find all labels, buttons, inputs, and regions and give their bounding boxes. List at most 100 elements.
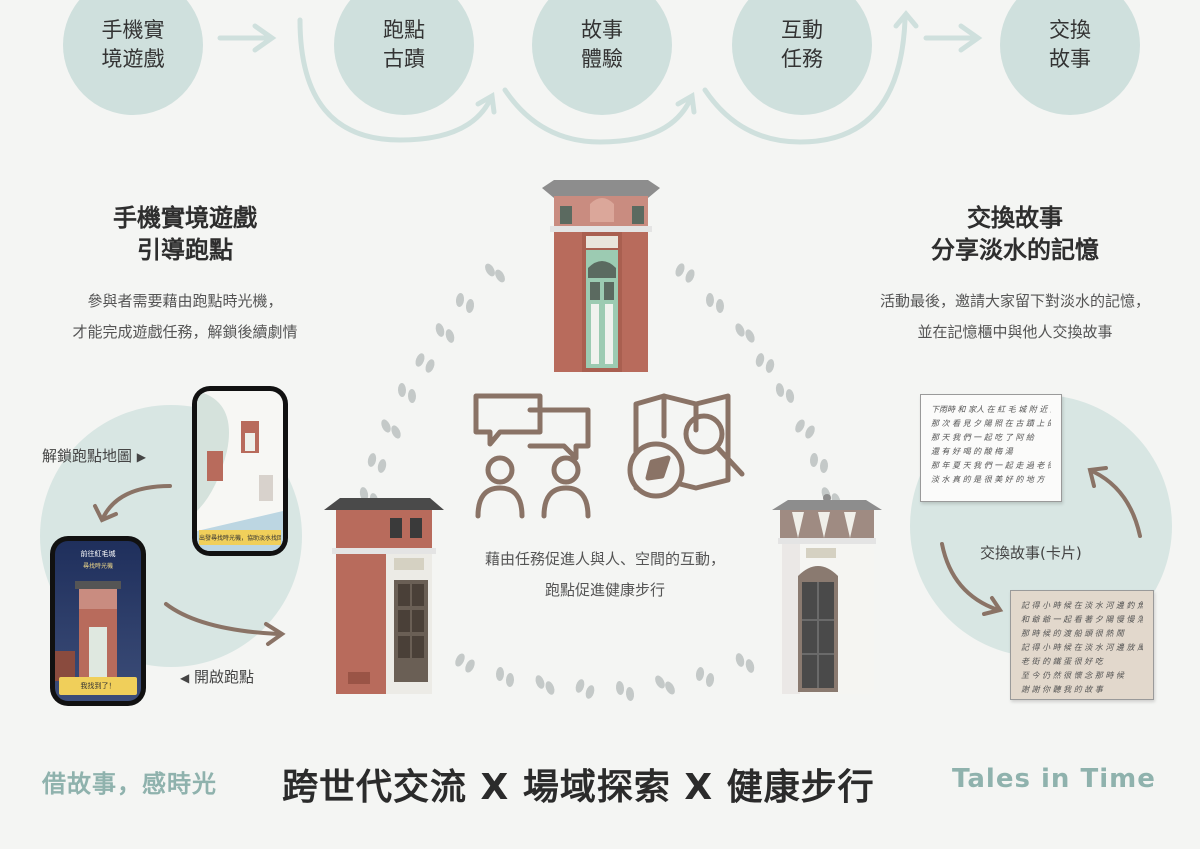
card-line: 那 天 我 們 一 起 吃 了 阿 給	[931, 433, 1034, 442]
card-line: 淡 水 真 的 是 很 美 好 的 地 方	[931, 475, 1045, 484]
arrow-head-icon	[252, 23, 277, 53]
triangle-right-icon: ▶	[136, 450, 147, 464]
loop-curve-icon	[702, 17, 908, 145]
right-desc-line: 並在記憶櫃中與他人交換故事	[917, 323, 1113, 341]
card-line: 那 時 候 的 渡 船 頭 很 熱 鬧	[1021, 629, 1124, 638]
footer-slogan: 借故事，感時光	[42, 770, 217, 798]
footprint-icon	[575, 679, 585, 693]
arrow-head-icon	[958, 23, 983, 53]
arrow-head-icon	[93, 504, 118, 523]
footprint-icon	[465, 299, 475, 313]
footprint-icon	[805, 425, 815, 439]
footprint-icon	[705, 673, 715, 687]
footprint-icon	[665, 681, 675, 695]
triangle-left-icon: ◀	[180, 671, 190, 685]
arrow-head-icon	[982, 596, 1004, 616]
unlock-map-label: 解鎖跑點地圖 ▶	[42, 445, 146, 466]
flow-step-text: 交換	[1049, 18, 1091, 42]
footprint-icon	[819, 459, 829, 473]
card-exchange-label: 交換故事(卡片)	[980, 544, 1082, 562]
footprint-icon	[775, 383, 785, 397]
flow-step-text: 互動	[781, 18, 823, 42]
flow-step-text: 跑點	[383, 18, 425, 42]
center-description: 藉由任務促進人與人、空間的互動， 跑點促進健康步行	[440, 544, 770, 606]
left-desc-line: 參與者需要藉由跑點時光機，	[87, 292, 283, 310]
flow-step-text: 手機實	[101, 18, 165, 42]
footer-brand: Tales in Time	[952, 764, 1156, 794]
curve-arrow-icon	[102, 484, 172, 518]
right-title-line: 分享淡水的記憶	[931, 236, 1099, 264]
arrow-head-icon	[475, 91, 497, 115]
left-title-line: 手機實境遊戲	[113, 204, 257, 232]
open-point-label: ◀ 開啟跑點	[180, 666, 254, 687]
card-lines: 下雨時 和 家人 在 紅 毛 城 附 近 散 步 的那 次 看 見 夕 陽 照 …	[931, 403, 1051, 487]
card-line: 記 得 小 時 候 在 淡 水 河 邊 放 風 箏	[1021, 643, 1143, 652]
footprint-icon	[715, 299, 725, 313]
left-title: 手機實境遊戲 引導跑點	[60, 202, 310, 266]
flow-step-exchange: 交換故事	[1000, 0, 1140, 115]
footer-main-title: 跨世代交流 X 場域探索 X 健康步行	[282, 767, 875, 808]
footprint-icon	[407, 389, 417, 403]
footprint-icon	[695, 667, 705, 681]
footprint-icon	[755, 353, 765, 367]
footprint-icon	[359, 487, 369, 501]
center-desc-line: 藉由任務促進人與人、空間的互動，	[484, 550, 725, 568]
footprint-icon	[685, 269, 695, 283]
footprint-icon	[745, 329, 755, 343]
loop-curve-icon	[297, 17, 493, 143]
phone-map-screen: 出發尋找時光機，協助淡水找回記憶	[192, 386, 288, 556]
story-card-bottom: 記 得 小 時 候 在 淡 水 河 邊 釣 魚 的 日 子和 爺 爺 一 起 看…	[1010, 590, 1154, 700]
footprint-icon	[495, 667, 505, 681]
flow-step-text: 境遊戲	[101, 47, 165, 71]
game-tower-illustration	[55, 581, 121, 681]
flow-arrows	[217, 10, 983, 145]
game-screen: 前往紅毛城 尋找時光機 我找到了！	[55, 541, 141, 701]
footprint-icon	[465, 659, 475, 673]
people-chat-icon	[473, 393, 591, 519]
game-title: 前往紅毛城	[80, 550, 116, 558]
center-desc-line: 跑點促進健康步行	[544, 581, 665, 599]
arrow-head-icon	[893, 10, 919, 29]
map-illustration	[197, 391, 283, 551]
footprint-icon	[505, 673, 515, 687]
card-line: 下雨時 和 家人 在 紅 毛 城 附 近 散 步 的	[931, 405, 1051, 414]
footprint-icon	[435, 323, 445, 337]
found-button[interactable]: 我找到了！	[59, 677, 137, 695]
footprint-icon	[425, 359, 435, 373]
phone-game-screen: 前往紅毛城 尋找時光機 我找到了！	[50, 536, 146, 706]
tower-top-illustration	[542, 180, 660, 372]
card-line: 謝 謝 你 聽 我 的 故 事	[1021, 685, 1103, 694]
card-line: 至 今 仍 然 很 懷 念 那 時 候	[1021, 671, 1124, 680]
flow-step-mission: 互動任務	[732, 0, 872, 115]
right-desc-line: 活動最後，邀請大家留下對淡水的記憶，	[879, 292, 1150, 310]
unlock-map-text: 解鎖跑點地圖	[42, 447, 133, 465]
footprint-icon	[615, 681, 625, 695]
right-title: 交換故事 分享淡水的記憶	[890, 202, 1140, 266]
right-title-line: 交換故事	[967, 204, 1063, 232]
footprint-icon	[367, 453, 377, 467]
flow-step-story: 故事體驗	[532, 0, 672, 115]
footprint-icon	[381, 419, 391, 433]
footprint-icon	[397, 383, 407, 397]
curve-arrow-icon	[164, 602, 280, 636]
footprint-icon	[485, 263, 495, 277]
flow-step-text: 古蹟	[383, 47, 425, 71]
map-compass-icon	[627, 393, 745, 499]
tower-left-illustration	[324, 498, 444, 694]
footprint-icon	[705, 293, 715, 307]
footprint-icon	[735, 653, 745, 667]
footprint-icon	[809, 453, 819, 467]
footprint-icon	[415, 353, 425, 367]
footprint-icon	[655, 675, 665, 689]
left-title-line: 引導跑點	[137, 236, 233, 264]
left-description: 參與者需要藉由跑點時光機， 才能完成遊戲任務，解鎖後續劇情	[30, 286, 340, 348]
footprint-icon	[735, 323, 745, 337]
map-screen: 出發尋找時光機，協助淡水找回記憶	[197, 391, 283, 551]
footprint-icon	[455, 653, 465, 667]
right-arrows	[940, 466, 1142, 616]
footprint-icon	[585, 685, 595, 699]
left-arrows	[93, 484, 286, 646]
flow-step-text: 故事	[581, 18, 623, 42]
footprint-icon	[795, 419, 805, 433]
arrow-head-icon	[1087, 466, 1108, 488]
